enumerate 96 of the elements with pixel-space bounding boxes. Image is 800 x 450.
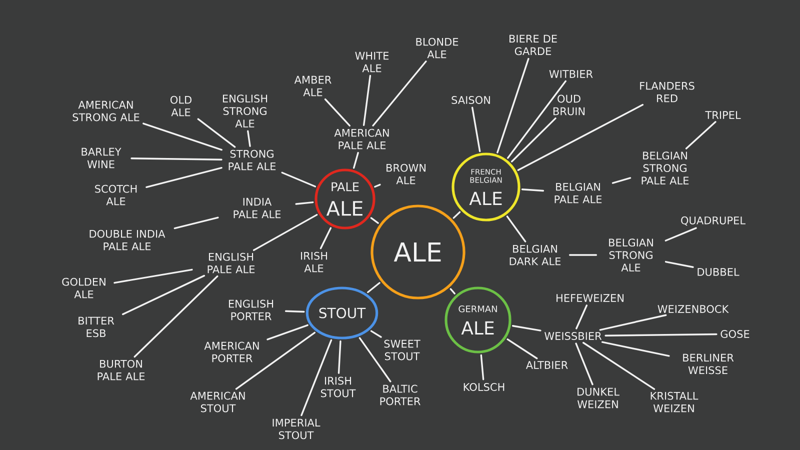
beer-style-label: BARLEY WINE — [82, 148, 122, 168]
beer-style-label: BELGIAN DARK ALE — [510, 244, 561, 266]
chalk-line — [324, 98, 351, 127]
beer-style-label: BELGIAN STRONG ALE — [609, 238, 653, 272]
chalk-line — [130, 158, 222, 160]
beer-style-label: BLONDE ALE — [416, 38, 458, 58]
beer-style-label: IRISH ALE — [301, 252, 327, 272]
chalk-line — [372, 60, 427, 126]
chalk-line — [604, 333, 718, 336]
chalk-line — [122, 274, 206, 316]
chalk-line — [664, 227, 697, 242]
chalk-line — [338, 340, 342, 374]
chalk-line — [281, 172, 316, 188]
chalk-line — [506, 80, 566, 159]
chalk-line — [142, 122, 222, 151]
beer-style-label: AMERICAN STRONG ALE — [72, 100, 140, 122]
chalk-line — [374, 184, 381, 188]
chalk-line — [506, 338, 538, 360]
beer-style-label: WEIZENBOCK — [658, 305, 729, 313]
chalk-line — [521, 188, 544, 192]
beer-style-label: AMERICAN STOUT — [190, 392, 245, 412]
beer-style-label: OLD ALE — [170, 96, 192, 116]
chalk-line — [576, 304, 588, 330]
chalk-line — [235, 332, 316, 390]
beer-style-label: WITBIER — [549, 70, 593, 78]
beer-style-label: KRISTALL WEIZEN — [650, 392, 698, 412]
beer-style-label: QUADRUPEL — [681, 216, 746, 226]
beer-style-label: WEISSBIER — [544, 332, 602, 340]
beer-style-label: FLANDERS RED — [640, 82, 694, 102]
chalk-line — [450, 288, 456, 294]
beer-style-label: WHITE ALE — [355, 52, 389, 72]
beer-style-label: HEFEWEIZEN — [556, 294, 624, 302]
chalk-line — [146, 166, 222, 188]
beer-style-label: BELGIAN STRONG PALE ALE — [642, 152, 689, 184]
beer-style-label: DUBBEL — [698, 268, 740, 276]
chalk-line — [601, 341, 670, 357]
chalk-line — [247, 130, 251, 148]
chalk-line — [266, 324, 308, 340]
beer-style-label: STRONG PALE ALE — [228, 150, 276, 170]
beer-style-label: ALTBIER — [526, 361, 568, 369]
beer-style-label: IMPERIAL STOUT — [272, 418, 320, 440]
chalk-line — [480, 354, 484, 380]
beer-style-label: BIERE DE GARDE — [510, 34, 557, 56]
beer-style-label: AMERICAN PORTER — [204, 342, 259, 362]
chalk-line — [664, 260, 694, 268]
beer-style-label: AMERICAN PALE ALE — [334, 128, 389, 150]
chalk-line — [134, 275, 218, 358]
chalk-line — [174, 216, 219, 230]
chalk-line — [352, 152, 359, 169]
chalk-line — [496, 58, 530, 154]
chalk-line — [612, 177, 632, 184]
chalk-line — [295, 201, 314, 205]
chalk-line — [114, 268, 193, 284]
chalk-line — [471, 106, 481, 152]
beer-style-label: DUNKEL WEIZEN — [577, 388, 620, 408]
chalk-line — [284, 310, 305, 313]
beer-style-label: ENGLISH PORTER — [228, 300, 274, 320]
chalk-line — [197, 118, 236, 148]
chalk-line — [358, 337, 392, 382]
beer-style-label: OUD BRUIN — [553, 94, 585, 116]
beer-style-label: GOLDEN ALE — [62, 278, 106, 298]
beer-style-label: BERLINER WEISSE — [683, 354, 734, 374]
beer-style-label: ENGLISH STRONG ALE — [222, 94, 268, 128]
beer-style-label: AMBER ALE — [294, 76, 332, 96]
beer-style-label: INDIA PALE ALE — [234, 198, 281, 218]
chalk-line — [685, 121, 716, 150]
beer-style-label: TRIPEL — [705, 111, 741, 119]
chalk-line — [510, 117, 556, 162]
chalk-line — [506, 216, 526, 242]
beer-style-label: BROWN ALE — [386, 164, 426, 184]
chalk-line — [362, 74, 372, 126]
chalk-line — [599, 314, 667, 331]
chalk-line — [320, 227, 332, 250]
beer-style-label: BELGIAN PALE ALE — [554, 182, 602, 204]
chalk-line — [512, 325, 542, 332]
beer-style-label: SAISON — [452, 96, 490, 104]
beer-style-label: GOSE — [720, 330, 750, 338]
beer-style-label: BURTON PALE ALE — [98, 360, 145, 380]
beer-style-label: IRISH STOUT — [320, 376, 356, 398]
beer-style-label: SCOTCH ALE — [95, 184, 137, 206]
chalk-line — [582, 342, 656, 390]
chalk-line — [300, 339, 332, 416]
chalk-line — [370, 330, 382, 338]
beer-style-label: BITTER ESB — [78, 316, 114, 338]
beer-style-label: SWEET STOUT — [384, 340, 420, 360]
chalk-line — [452, 211, 461, 219]
chalk-line — [253, 214, 318, 252]
chalk-line — [575, 342, 594, 386]
beer-style-label: ENGLISH PALE ALE — [208, 252, 255, 274]
beer-style-label: BALTIC PORTER — [380, 384, 420, 406]
chalk-line — [568, 254, 598, 256]
beer-style-label: KOLSCH — [464, 383, 504, 391]
chalk-line — [517, 104, 644, 171]
chalk-line — [366, 282, 380, 294]
beer-style-label: DOUBLE INDIA PALE ALE — [90, 230, 166, 250]
chalk-line — [370, 217, 379, 224]
